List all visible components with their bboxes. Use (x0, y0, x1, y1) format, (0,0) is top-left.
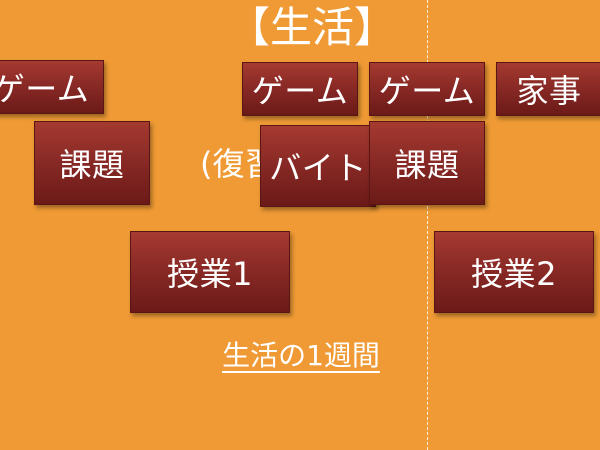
class-2-block[interactable]: 授業2 (434, 231, 594, 313)
dashed-divider (427, 0, 428, 450)
slide-title: 【生活】 (228, 3, 397, 52)
game-block-middle-2[interactable]: ゲーム (369, 62, 485, 116)
homework-block-right[interactable]: 課題 (369, 121, 485, 205)
weekly-life-link[interactable]: 生活の1週間 (222, 339, 380, 372)
homework-block-left[interactable]: 課題 (34, 121, 150, 205)
game-block-middle-1[interactable]: ゲーム (242, 62, 358, 116)
part-time-job-block[interactable]: バイト (260, 125, 376, 207)
housework-block[interactable]: 家事 (496, 62, 600, 116)
class-1-block[interactable]: 授業1 (130, 231, 290, 313)
game-block-left[interactable]: ゲーム (0, 60, 104, 114)
